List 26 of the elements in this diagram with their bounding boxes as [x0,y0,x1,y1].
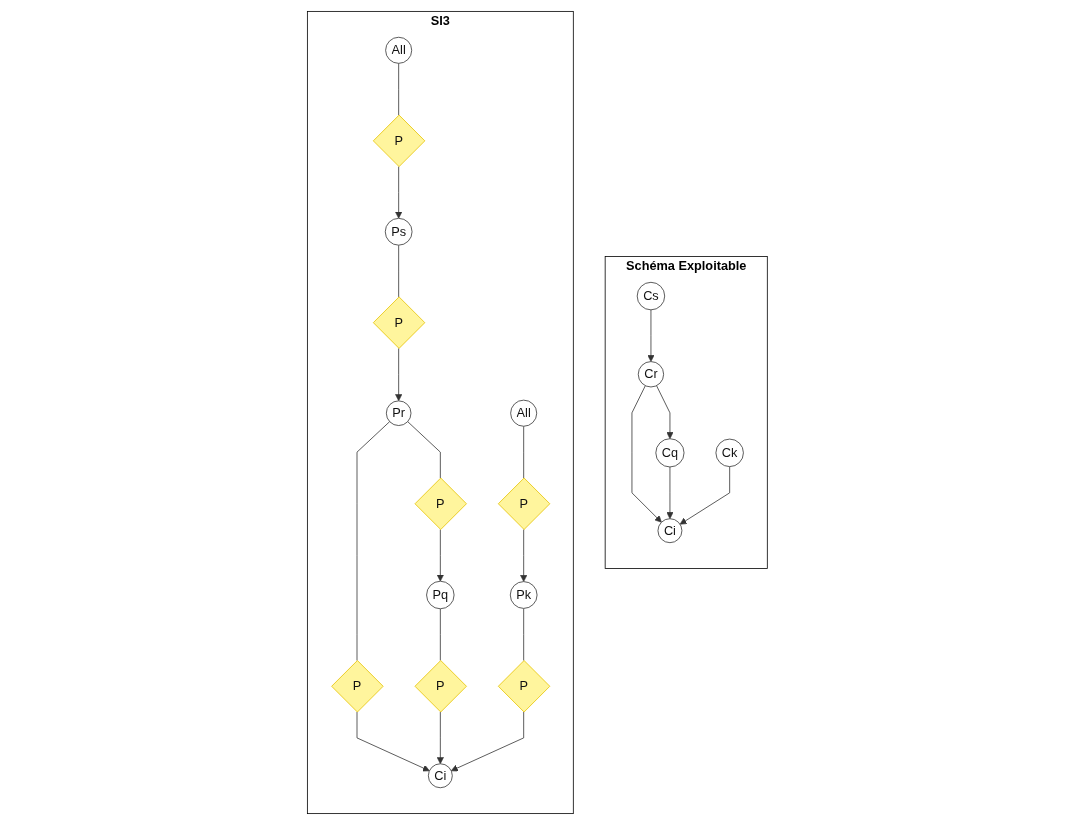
node-circle: Cr [638,361,665,388]
node-circle: Ci [657,518,683,544]
node-diamond: P [414,660,468,713]
node-diamond: P [331,660,384,713]
node-circle: Pk [510,581,538,609]
node-diamond: P [498,660,551,713]
node-circle: Pr [386,400,412,426]
node-circle: Cq [655,438,685,468]
node-circle: Ck [715,438,744,467]
connector [398,62,400,116]
connector [523,425,525,479]
node-diamond: P [373,114,426,167]
connector [523,608,525,661]
connector [407,421,441,479]
node-circle: All [510,399,538,427]
node-circle: All [385,36,413,64]
node-diamond: P [373,296,426,349]
node-circle: Pq [426,580,455,610]
node-circle: Ci [428,763,453,789]
connector [398,244,400,298]
connector [440,608,441,661]
node-diamond: P [414,477,468,530]
node-circle: Ps [385,217,413,246]
node-circle: Cs [636,281,666,311]
node-diamond: P [498,477,551,530]
connector [356,421,391,661]
